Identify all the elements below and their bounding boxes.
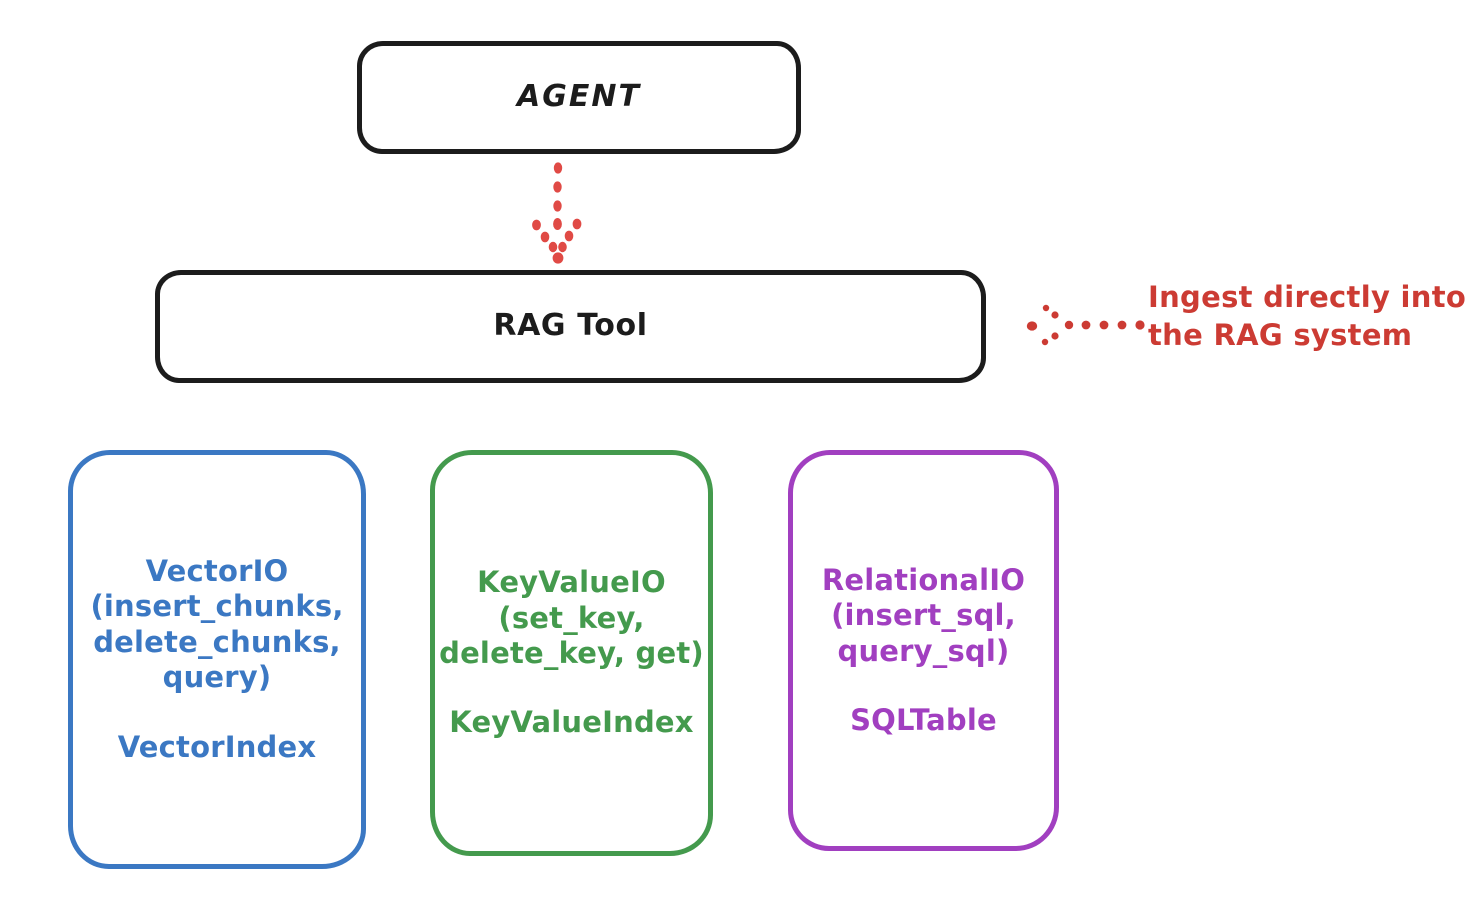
node-relational-io-content: RelationalIO (insert_sql, query_sql) SQL… <box>822 563 1025 739</box>
node-vector-io[interactable]: VectorIO (insert_chunks, delete_chunks, … <box>68 450 366 869</box>
node-rag-tool-label: RAG Tool <box>493 308 648 344</box>
node-key-value-io-content: KeyValueIO (set_key, delete_key, get) Ke… <box>439 565 704 741</box>
node-key-value-io[interactable]: KeyValueIO (set_key, delete_key, get) Ke… <box>430 450 713 856</box>
edge-ingest-pointer-arrow <box>1026 304 1145 346</box>
node-rag-tool[interactable]: RAG Tool <box>155 270 986 383</box>
node-agent[interactable]: AGENT <box>357 41 801 154</box>
annotation-ingest-text: Ingest directly into the RAG system <box>1148 280 1467 352</box>
edge-agent-to-rag-tool-arrow <box>532 162 582 264</box>
node-vector-io-content: VectorIO (insert_chunks, delete_chunks, … <box>90 554 343 765</box>
node-agent-label: AGENT <box>517 79 641 115</box>
node-vector-io-signature: VectorIO (insert_chunks, delete_chunks, … <box>90 554 344 695</box>
node-relational-io[interactable]: RelationalIO (insert_sql, query_sql) SQL… <box>788 450 1059 851</box>
node-relational-io-index: SQLTable <box>850 702 997 737</box>
node-vector-io-index: VectorIndex <box>117 729 317 764</box>
node-relational-io-signature: RelationalIO (insert_sql, query_sql) <box>821 562 1026 668</box>
node-key-value-io-signature: KeyValueIO (set_key, delete_key, get) <box>439 565 704 670</box>
node-key-value-io-index: KeyValueIndex <box>449 705 694 740</box>
